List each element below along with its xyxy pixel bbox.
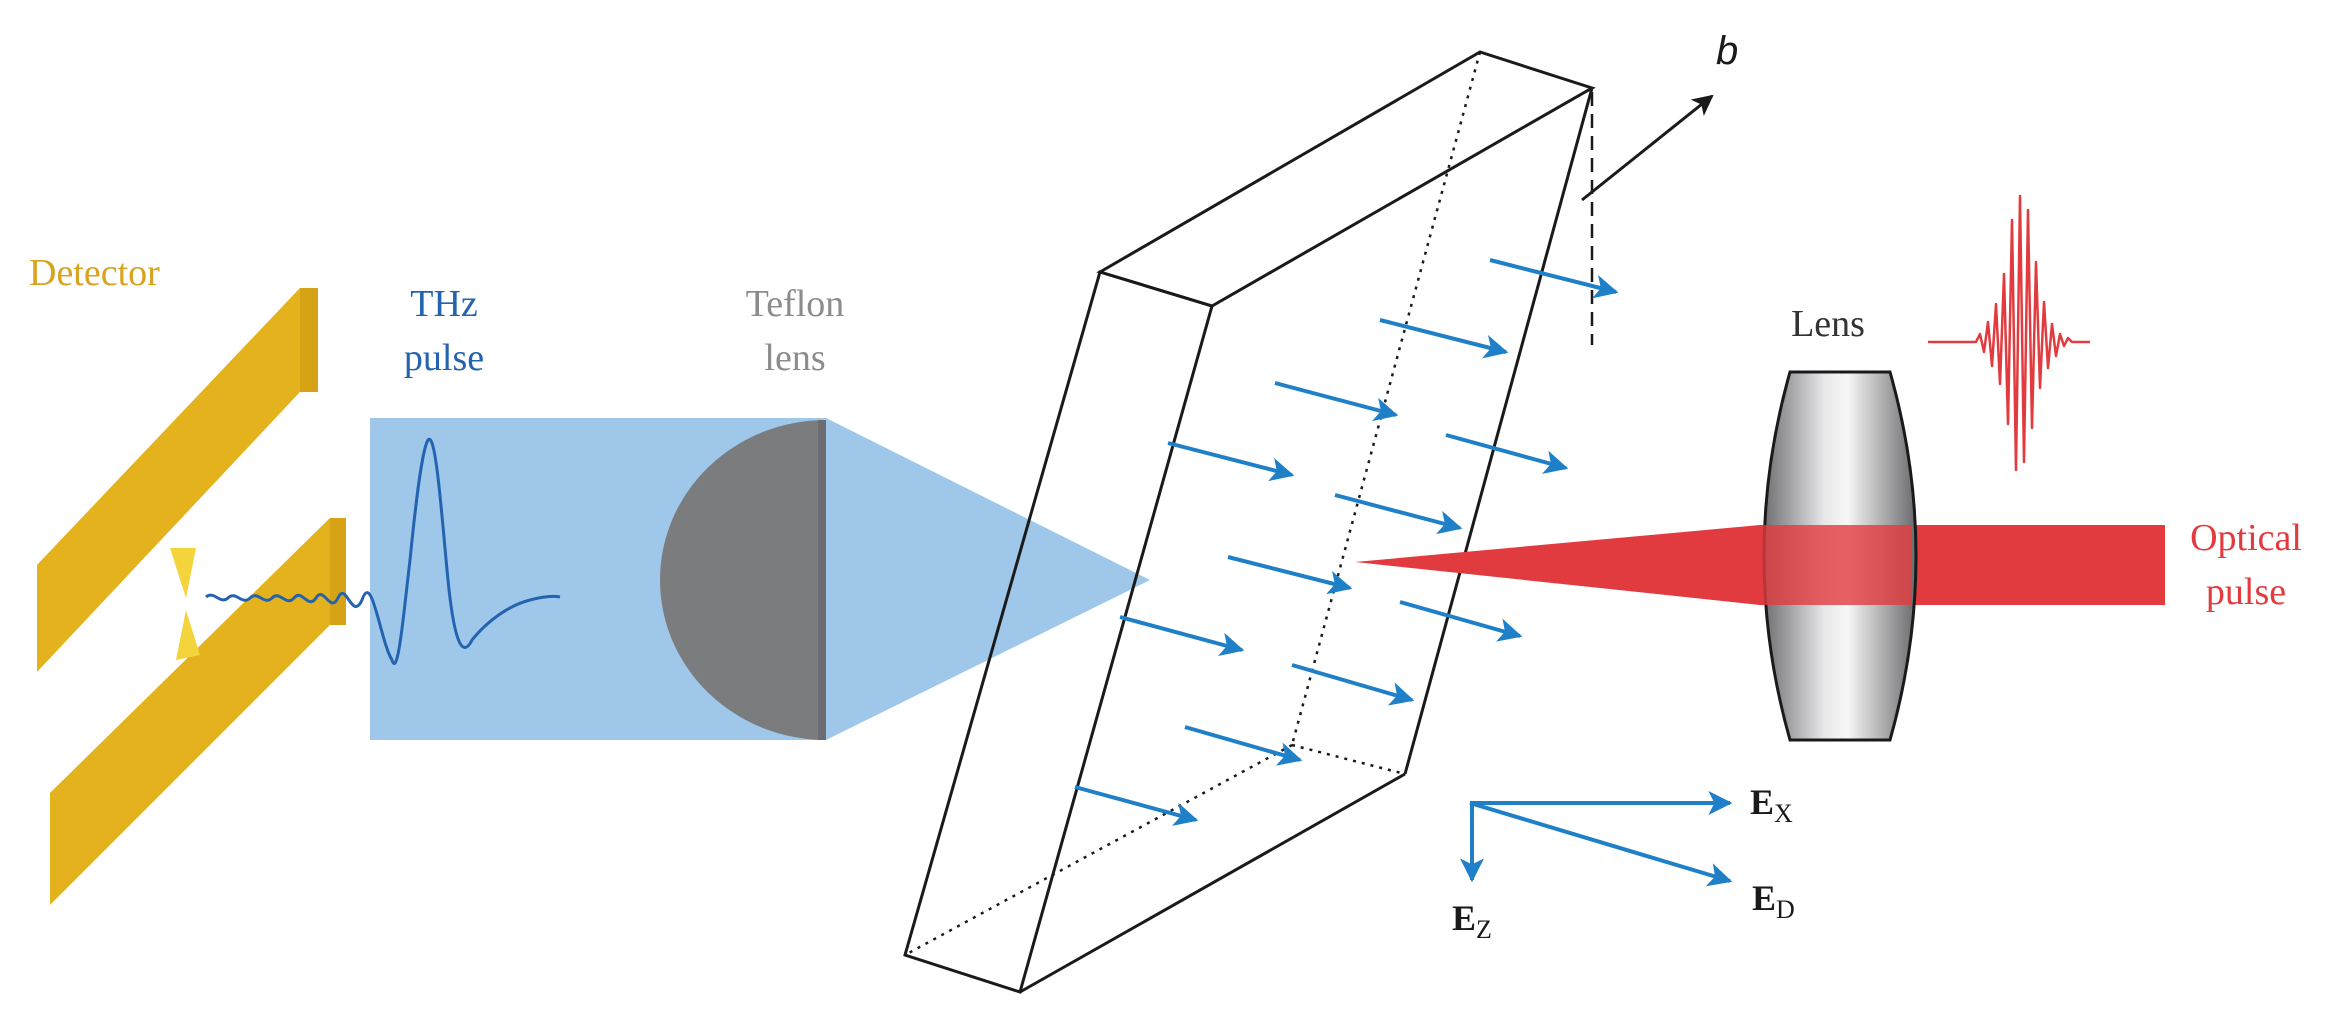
b-axis-label: b <box>1716 29 1738 73</box>
ez-label-main: E <box>1452 898 1476 938</box>
ez-label-sub: Z <box>1476 915 1492 944</box>
crystal <box>903 50 1596 994</box>
detector-label: Detector <box>29 252 160 294</box>
ex-label-sub: X <box>1774 799 1793 828</box>
optical-label-line1: Optical <box>2190 517 2302 559</box>
ed-label-main: E <box>1752 878 1776 918</box>
thz-waveform <box>205 437 561 665</box>
thz-beam-focused <box>826 418 1150 740</box>
ex-label-main: E <box>1750 782 1774 822</box>
field-arrow <box>1291 663 1415 706</box>
optical-beam-through-lens <box>1758 525 1912 605</box>
ed-arrow <box>1469 801 1733 887</box>
ex-label: EX <box>1750 782 1793 828</box>
field-arrow <box>1119 615 1245 656</box>
dipole-antenna-icon <box>37 288 346 905</box>
field-arrow <box>1074 785 1199 826</box>
optical-label-line2: pulse <box>2206 571 2286 613</box>
field-arrow <box>1489 258 1619 299</box>
teflon-label-line2: lens <box>764 337 825 379</box>
ez-label: EZ <box>1452 898 1492 944</box>
field-arrow <box>1227 555 1353 595</box>
thz-label-line1: THz <box>410 283 478 325</box>
field-axes <box>1460 791 1733 887</box>
field-arrow <box>1274 381 1399 422</box>
thz-label-line2: pulse <box>404 337 484 379</box>
wave-packet-icon <box>1928 194 2090 472</box>
field-arrow <box>1184 725 1303 766</box>
detector: Detector <box>29 252 346 905</box>
field-arrow <box>1399 600 1523 642</box>
teflon-lens <box>660 420 826 740</box>
field-arrow <box>1167 441 1295 482</box>
b-axis-arrow <box>1581 94 1714 202</box>
lens-label: Lens <box>1791 303 1865 345</box>
teflon-label-line1: Teflon <box>746 283 845 325</box>
ed-label: ED <box>1752 878 1795 924</box>
ed-label-sub: D <box>1776 895 1795 924</box>
field-arrow <box>1334 493 1463 535</box>
field-arrows <box>1074 258 1619 826</box>
field-arrow <box>1445 433 1569 474</box>
field-arrow <box>1379 318 1509 359</box>
